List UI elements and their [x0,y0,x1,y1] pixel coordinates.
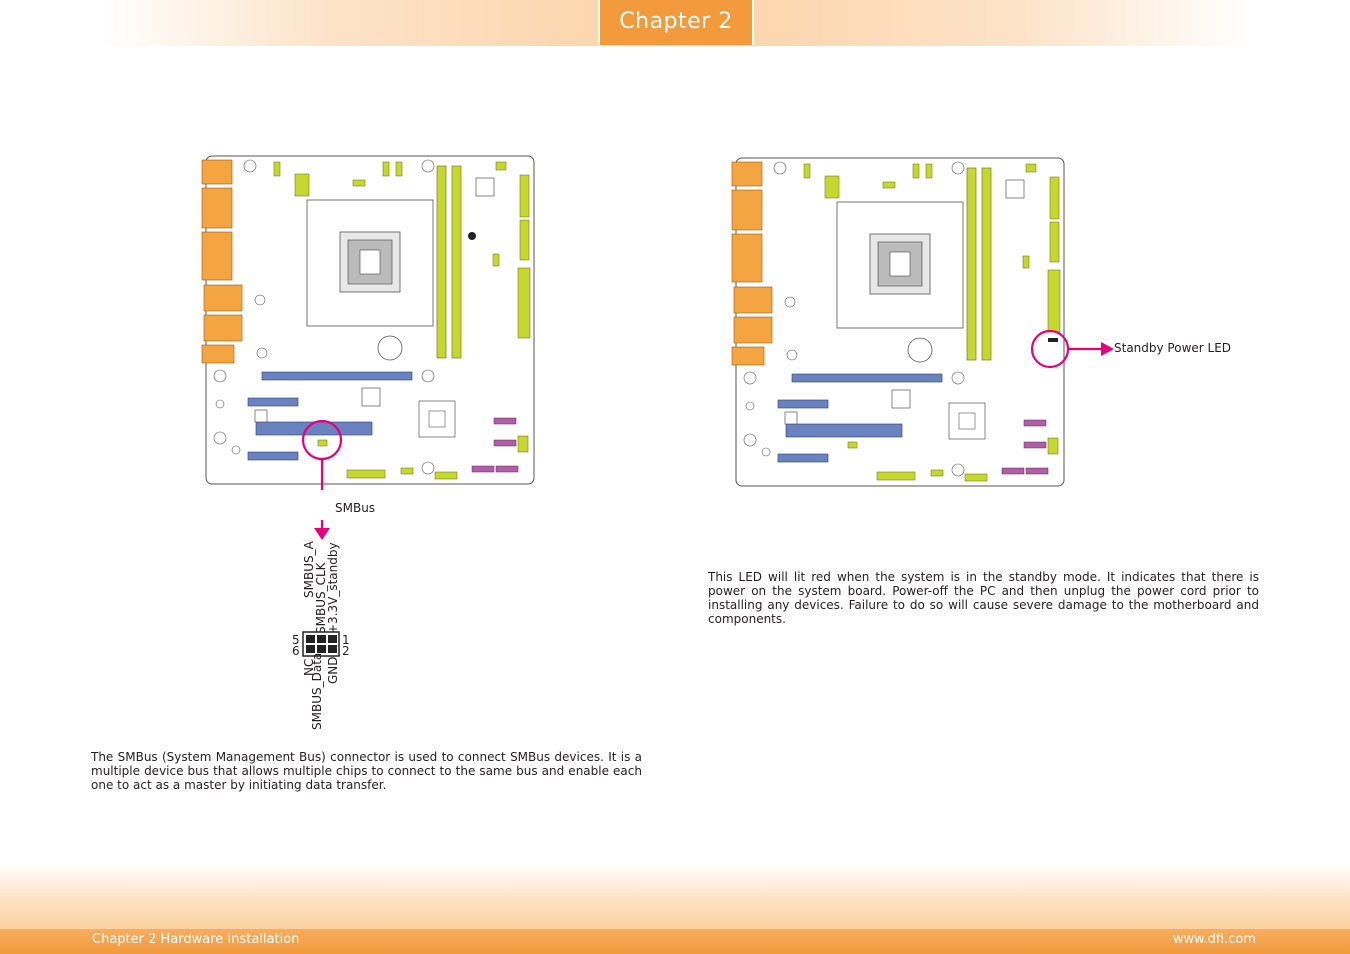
motherboard-diagram-standby-led [731,157,1070,487]
footer-band [0,864,1350,930]
pin-number-5: 5 [292,633,300,647]
smbus-callout-label: SMBus [335,501,376,515]
standby-led-arrow [1068,342,1114,356]
chapter-tab[interactable]: Chapter 2 [598,0,754,45]
pin-label-smbus-data: SMBUS_Data [310,653,324,730]
pin-label-smbus-clk: SMBUS_CLK [314,561,328,634]
smbus-arrow [314,520,330,540]
smbus-pinout-diagram: NC SMBUS_Alert# SMBUS_CLK +3.3V_standby … [292,540,350,730]
pin-label-nc: NC [302,659,316,676]
pin-label-smbus-alert: SMBUS_Alert# [302,540,316,598]
footer-bar [0,929,1350,954]
pin-label-3v3-standby: +3.3V_standby [326,542,340,634]
footer-website-link[interactable]: www.dfi.com [1172,932,1256,947]
standby-led-description: This LED will lit red when the system is… [708,570,1259,626]
pin-number-2: 2 [342,644,350,658]
pin-number-6: 6 [292,644,300,658]
pin-label-gnd: GND [326,656,340,684]
footer-chapter-label: Chapter 2 Hardware Installation [92,932,300,947]
standby-led-callout-label: Standby Power LED [1114,341,1232,355]
motherboard-diagram-smbus [201,155,535,490]
pin-number-1: 1 [342,633,350,647]
smbus-description: The SMBus (System Management Bus) connec… [91,750,642,792]
